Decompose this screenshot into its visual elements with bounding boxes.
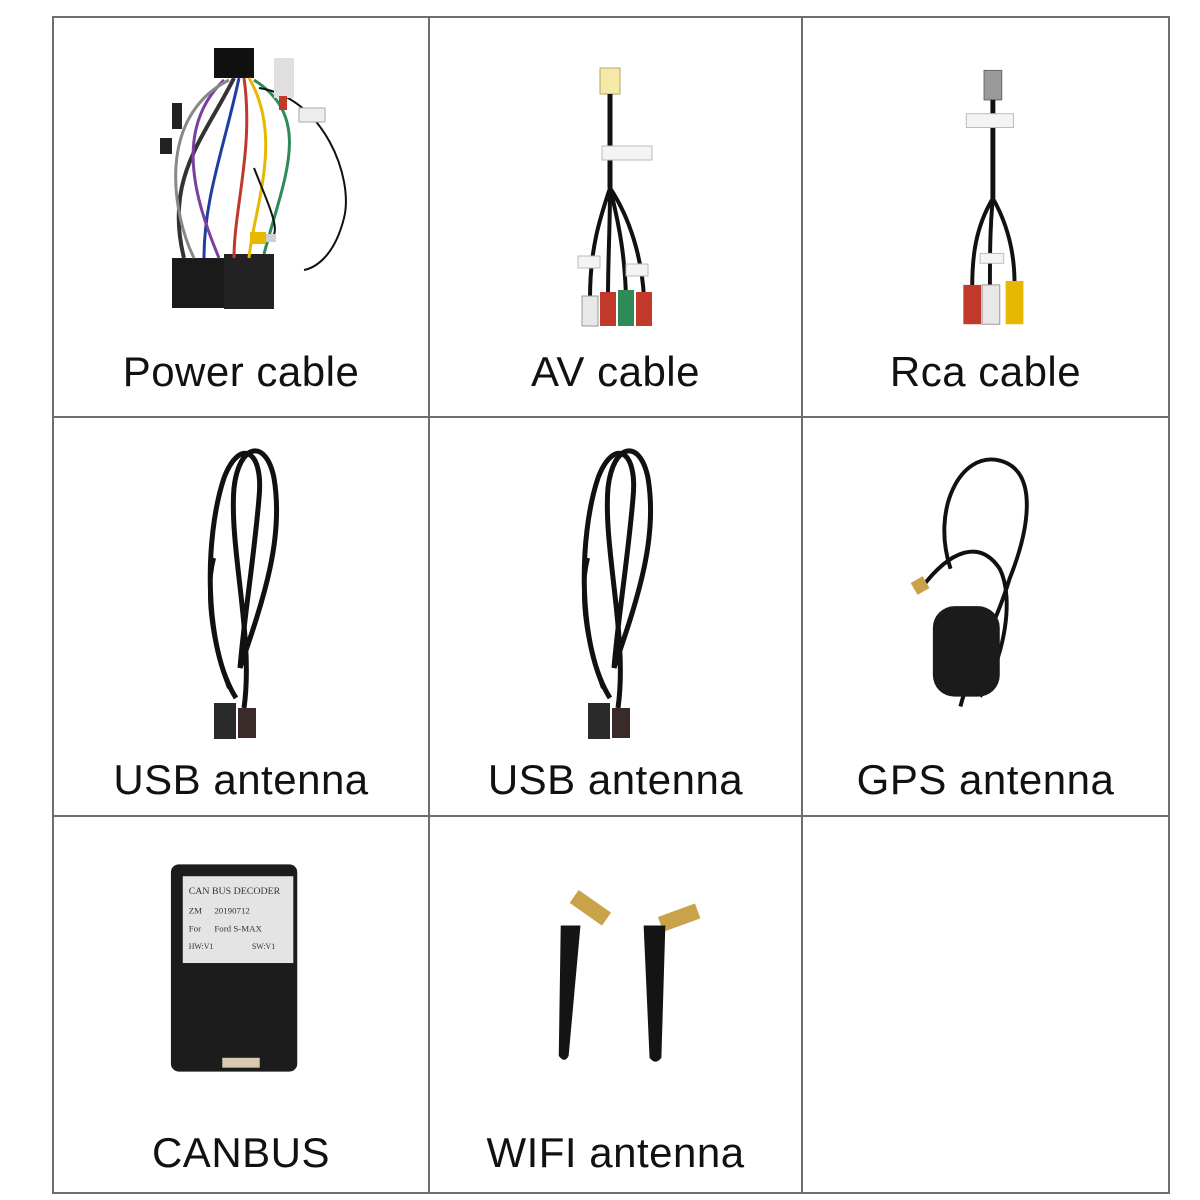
decoder-line3a: For: [189, 923, 201, 933]
item-label: Power cable: [122, 348, 360, 395]
item-usb-antenna-2: USB antenna: [430, 418, 801, 815]
power-cable-harness-icon: [160, 48, 347, 309]
decoder-line1: CAN BUS DECODER: [189, 886, 281, 897]
item-wifi-antenna: WIFI antenna: [430, 817, 801, 1192]
item-av-cable: AV cable: [430, 18, 801, 416]
rca-cable-icon: [963, 69, 1024, 325]
item-label: USB antenna: [487, 756, 744, 803]
av-cable-icon: [577, 67, 653, 327]
item-power-cable: Power cable: [54, 18, 428, 416]
decoder-line4b: SW:V1: [252, 942, 275, 951]
wifi-antenna-icon: [558, 890, 701, 1062]
gps-antenna-icon: [910, 457, 1029, 707]
decoder-line3b: Ford S-MAX: [214, 923, 262, 933]
item-label: GPS antenna: [856, 756, 1115, 803]
accessory-grid: Power cable AV cable: [52, 16, 1170, 1194]
item-label: CANBUS: [151, 1129, 331, 1176]
item-gps-antenna: GPS antenna: [803, 418, 1168, 815]
item-label: AV cable: [531, 348, 700, 395]
decoder-line2a: ZM: [189, 906, 202, 916]
item-label: WIFI antenna: [486, 1129, 745, 1176]
decoder-line4a: HW:V1: [189, 942, 214, 951]
usb-cable-icon: [581, 448, 654, 739]
item-label: USB antenna: [113, 756, 369, 803]
item-canbus: CAN BUS DECODER ZM 20190712 For Ford S-M…: [54, 817, 428, 1192]
decoder-line2b: 20190712: [214, 906, 249, 916]
usb-cable-icon: [207, 448, 280, 739]
item-usb-antenna-1: USB antenna: [54, 418, 428, 815]
item-rca-cable: Rca cable: [803, 18, 1168, 416]
canbus-decoder-icon: CAN BUS DECODER ZM 20190712 For Ford S-M…: [170, 864, 298, 1072]
empty-cell: [803, 817, 1168, 1192]
item-label: Rca cable: [889, 348, 1082, 395]
